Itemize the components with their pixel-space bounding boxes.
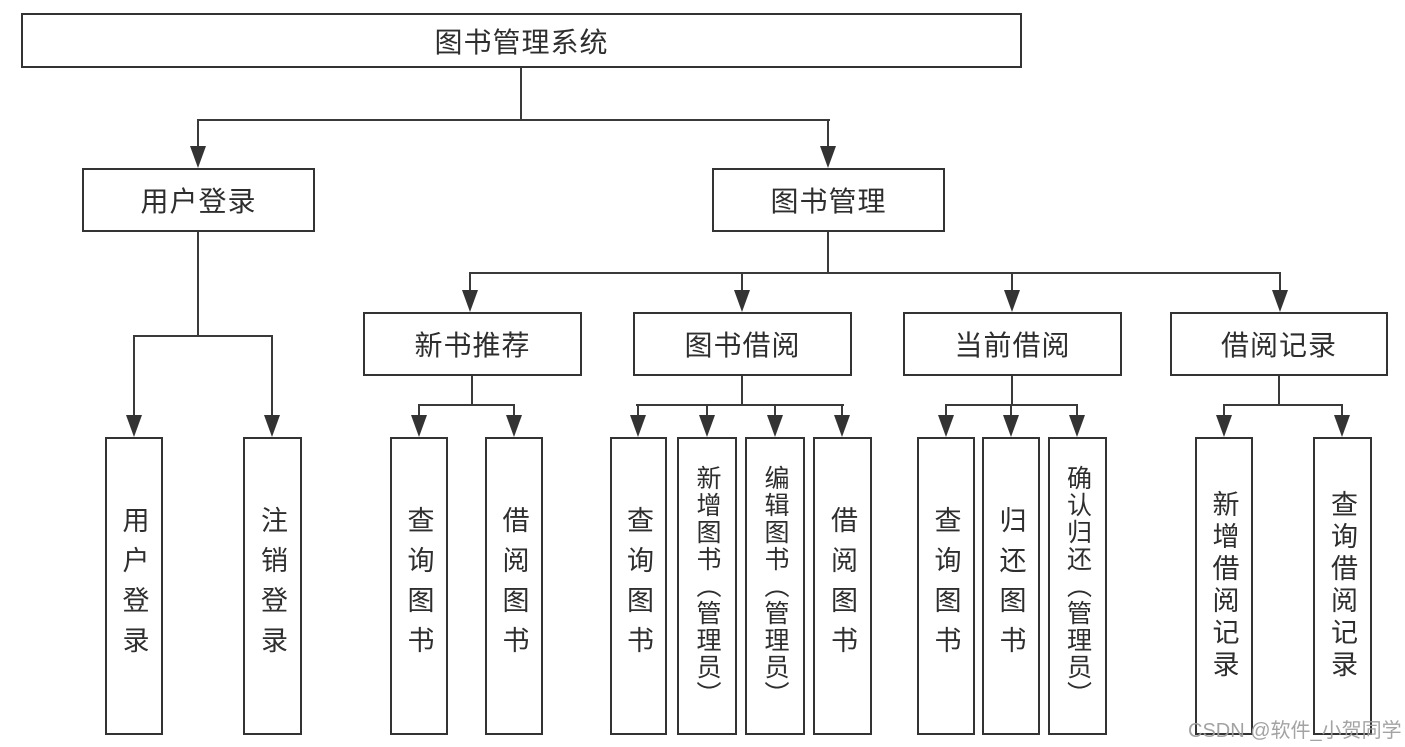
leaf-query-borrow-record: 查询借阅记录: [1313, 437, 1372, 735]
leaf-label: 新增借阅记录: [1208, 490, 1239, 682]
node-borrow-records: 借阅记录: [1170, 312, 1388, 376]
node-label: 借阅记录: [1220, 330, 1337, 361]
connector-stem: [469, 272, 471, 292]
leaf-user-login: 用户登录: [105, 437, 163, 735]
connector-hbar: [418, 404, 515, 406]
leaf-query-books-borrow: 查询图书: [610, 437, 667, 735]
leaf-borrow-books-recommend: 借阅图书: [485, 437, 543, 735]
leaf-label: 借阅图书: [498, 506, 529, 666]
leaf-add-books-admin: 新增图书（管理员）: [677, 437, 737, 735]
connector-stem: [741, 376, 743, 406]
leaf-label: 查询借阅记录: [1327, 490, 1357, 682]
connector-stem: [706, 404, 708, 418]
connector-stem: [133, 335, 135, 417]
leaf-label: 用户登录: [118, 506, 149, 666]
connector-stem: [1011, 272, 1013, 292]
arrowhead-down-icon: [264, 415, 280, 437]
connector-stem: [841, 404, 843, 418]
leaf-label: 借阅图书: [827, 506, 857, 666]
node-book-management: 图书管理: [712, 168, 945, 232]
connector-stem: [1011, 376, 1013, 406]
arrowhead-down-icon: [1272, 290, 1288, 312]
leaf-add-borrow-record: 新增借阅记录: [1195, 437, 1253, 735]
connector-level3-hbar: [469, 272, 1281, 274]
arrowhead-down-icon: [834, 415, 850, 437]
node-label: 图书管理: [770, 186, 887, 217]
connector-stem: [1076, 404, 1078, 418]
leaf-label: 编辑图书（管理员）: [761, 464, 789, 708]
node-root-library-system: 图书管理系统: [21, 13, 1022, 68]
connector-stem: [197, 232, 199, 337]
arrowhead-down-icon: [699, 415, 715, 437]
leaf-label: 归还图书: [995, 506, 1026, 666]
connector-stem: [271, 335, 273, 417]
arrowhead-down-icon: [506, 415, 522, 437]
leaf-label: 新增图书（管理员）: [693, 464, 721, 708]
node-new-book-recommend: 新书推荐: [363, 312, 582, 376]
connector-stem: [774, 404, 776, 418]
node-book-borrow: 图书借阅: [633, 312, 852, 376]
connector-hbar: [636, 404, 844, 406]
arrowhead-down-icon: [734, 290, 750, 312]
leaf-label: 查询图书: [403, 506, 434, 666]
connector-root-stem: [520, 68, 522, 121]
connector-stem: [197, 119, 199, 148]
leaf-label: 查询图书: [623, 506, 653, 666]
node-label: 用户登录: [140, 186, 257, 217]
connector-stem: [471, 376, 473, 406]
connector-stem: [637, 404, 639, 418]
arrowhead-down-icon: [126, 415, 142, 437]
connector-stem: [1010, 404, 1012, 418]
leaf-logout: 注销登录: [243, 437, 302, 735]
connector-stem: [513, 404, 515, 418]
node-label: 新书推荐: [414, 330, 531, 361]
leaf-query-books-current: 查询图书: [917, 437, 975, 735]
connector-stem: [827, 232, 829, 274]
connector-hbar: [1223, 404, 1343, 406]
arrowhead-down-icon: [1069, 415, 1085, 437]
arrowhead-down-icon: [462, 290, 478, 312]
node-label: 图书管理系统: [434, 26, 609, 58]
node-label: 图书借阅: [684, 330, 801, 361]
connector-stem: [1341, 404, 1343, 418]
arrowhead-down-icon: [190, 146, 206, 168]
connector-stem: [945, 404, 947, 418]
csdn-watermark: CSDN @软件_小贺同学: [1188, 720, 1402, 742]
connector-stem: [741, 272, 743, 292]
connector-stem: [827, 119, 829, 148]
arrowhead-down-icon: [1216, 415, 1232, 437]
connector-stem: [1278, 376, 1280, 406]
connector-stem: [418, 404, 420, 418]
arrowhead-down-icon: [938, 415, 954, 437]
connector-stem: [1223, 404, 1225, 418]
arrowhead-down-icon: [1334, 415, 1350, 437]
leaf-confirm-return-admin: 确认归还（管理员）: [1048, 437, 1107, 735]
connector-stem: [1279, 272, 1281, 292]
leaf-edit-books-admin: 编辑图书（管理员）: [745, 437, 805, 735]
arrowhead-down-icon: [1004, 290, 1020, 312]
leaf-return-books: 归还图书: [982, 437, 1040, 735]
arrowhead-down-icon: [411, 415, 427, 437]
leaf-label: 查询图书: [930, 506, 961, 666]
leaf-label: 确认归还（管理员）: [1063, 464, 1092, 708]
node-label: 当前借阅: [954, 330, 1071, 361]
node-user-login: 用户登录: [82, 168, 315, 232]
arrowhead-down-icon: [1003, 415, 1019, 437]
arrowhead-down-icon: [767, 415, 783, 437]
arrowhead-down-icon: [820, 146, 836, 168]
arrowhead-down-icon: [630, 415, 646, 437]
connector-hbar: [133, 335, 273, 337]
leaf-label: 注销登录: [257, 506, 287, 666]
node-current-borrow: 当前借阅: [903, 312, 1122, 376]
connector-level2-hbar: [197, 119, 830, 121]
leaf-query-books-recommend: 查询图书: [390, 437, 448, 735]
leaf-borrow-books: 借阅图书: [813, 437, 872, 735]
